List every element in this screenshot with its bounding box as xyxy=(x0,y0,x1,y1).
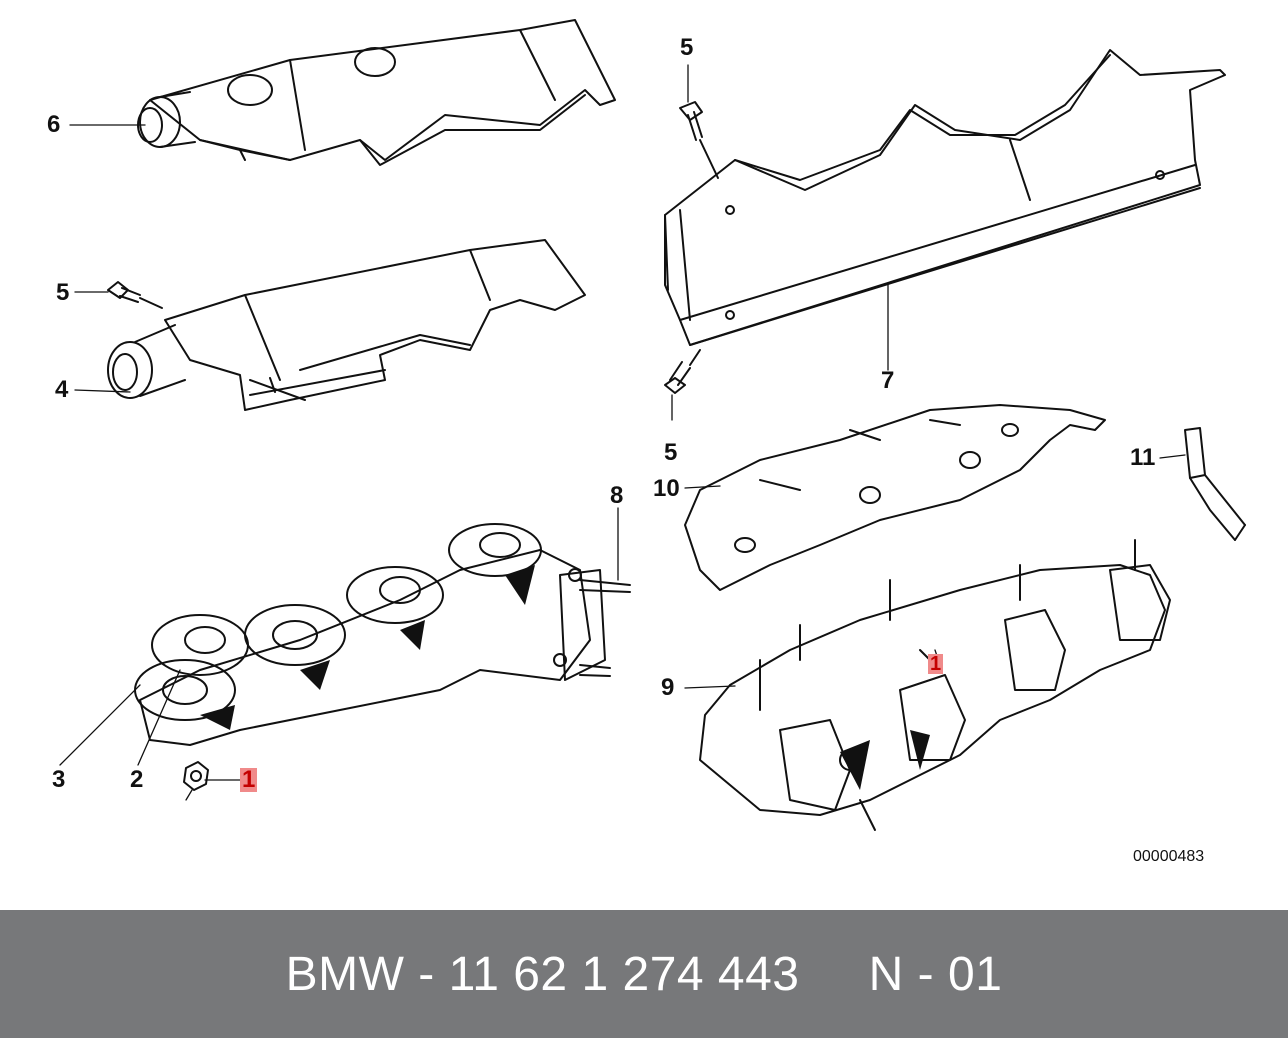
leader-lines xyxy=(59,64,1186,801)
nut-part-1 xyxy=(183,761,209,791)
footer-bar: BMW - 11 62 1 274 443 N - 01 xyxy=(0,910,1288,1038)
callout-9: 9 xyxy=(661,674,675,701)
callout-5-top: 5 xyxy=(680,34,694,61)
heat-shield-part-4 xyxy=(107,239,586,411)
callout-6: 6 xyxy=(47,111,61,138)
heat-shield-part-6 xyxy=(137,19,616,166)
bolt-part-5-bottom xyxy=(664,349,701,394)
reference-code: 00000483 xyxy=(1133,848,1205,865)
callout-7: 7 xyxy=(881,367,895,394)
bolt-part-5-left xyxy=(107,281,163,309)
callout-2: 2 xyxy=(130,766,144,793)
exhaust-manifold-part-9 xyxy=(699,539,1171,831)
callout-11: 11 xyxy=(1130,444,1156,471)
bolt-part-5-top xyxy=(679,101,719,179)
callout-4: 4 xyxy=(55,376,69,403)
heat-shield-part-7 xyxy=(664,49,1226,346)
callout-10: 10 xyxy=(653,475,680,502)
callout-8: 8 xyxy=(610,482,624,509)
studs-part-8 xyxy=(579,579,631,677)
callout-1-highlighted: 1 xyxy=(240,766,258,793)
shading xyxy=(200,565,930,790)
tube-part-11 xyxy=(1184,427,1246,541)
callout-5-bottom: 5 xyxy=(664,439,678,466)
callout-3: 3 xyxy=(52,766,66,793)
footer-part-number: BMW - 11 62 1 274 443 N - 01 xyxy=(285,947,1003,1001)
heat-shield-part-10 xyxy=(684,404,1106,591)
callout-1-highlighted-right: 1 xyxy=(928,653,944,675)
callout-5-left: 5 xyxy=(56,279,70,306)
exhaust-manifold-left xyxy=(134,523,606,746)
exploded-parts-diagram xyxy=(59,19,1246,831)
